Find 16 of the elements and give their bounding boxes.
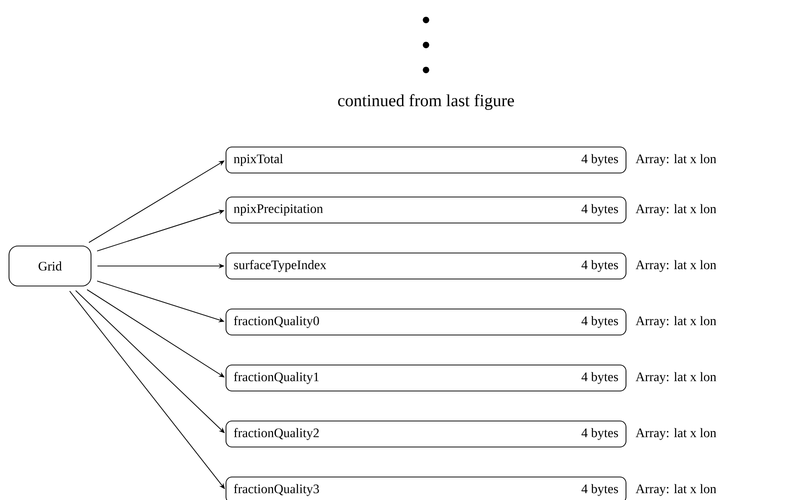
field-box: fractionQuality0 4 bytes	[226, 308, 626, 336]
field-box: npixPrecipitation 4 bytes	[226, 196, 626, 224]
field-box: fractionQuality3 4 bytes	[226, 476, 626, 500]
field-box: fractionQuality2 4 bytes	[226, 420, 626, 448]
field-box: npixTotal 4 bytes	[226, 146, 626, 174]
field-box: surfaceTypeIndex 4 bytes	[226, 252, 626, 280]
title: continued from last figure	[338, 94, 514, 110]
field-note: Array: lat x lon	[636, 154, 716, 166]
field-note: Array: lat x lon	[636, 372, 716, 384]
field-note: Array: lat x lon	[636, 484, 716, 496]
field-note: Array: lat x lon	[636, 428, 716, 440]
field-box: fractionQuality1 4 bytes	[226, 364, 626, 392]
field-note: Array: lat x lon	[636, 316, 716, 328]
field-note: Array: lat x lon	[636, 204, 716, 216]
rounded-box: Grid	[8, 246, 92, 286]
field-note: Array: lat x lon	[636, 260, 716, 272]
